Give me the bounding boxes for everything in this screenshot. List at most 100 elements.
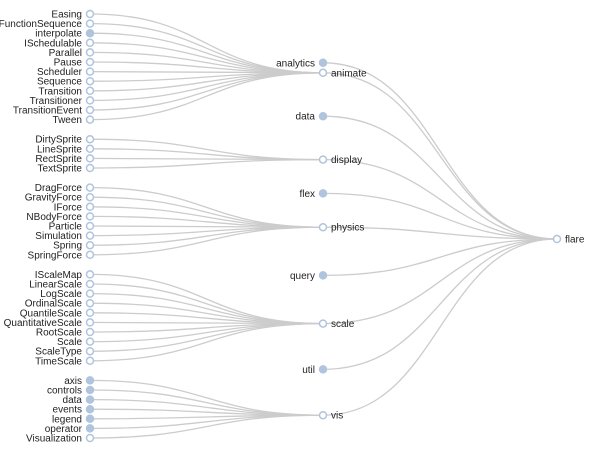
tree-node-simulation[interactable]: Simulation bbox=[35, 231, 95, 242]
node-circle[interactable] bbox=[318, 222, 328, 232]
node-circle[interactable] bbox=[318, 189, 328, 198]
node-circle[interactable] bbox=[85, 192, 95, 202]
tree-node-scale[interactable]: Scale bbox=[57, 337, 95, 348]
node-circle[interactable] bbox=[85, 134, 95, 144]
node-circle[interactable] bbox=[85, 404, 95, 414]
tree-node-particle[interactable]: Particle bbox=[49, 221, 95, 233]
node-circle[interactable] bbox=[85, 318, 95, 327]
node-circle[interactable] bbox=[85, 38, 95, 48]
node-circle[interactable] bbox=[85, 202, 95, 212]
tree-node-pause[interactable]: Pause bbox=[54, 57, 95, 69]
tree-node-data[interactable]: data bbox=[296, 111, 328, 123]
node-circle[interactable] bbox=[85, 270, 95, 279]
tree-node-query[interactable]: query bbox=[290, 271, 328, 282]
tree-node-springforce[interactable]: SpringForce bbox=[28, 250, 95, 261]
node-circle[interactable] bbox=[85, 385, 95, 395]
tree-node-iscalemap[interactable]: IScaleMap bbox=[35, 270, 95, 281]
node-circle[interactable] bbox=[85, 48, 95, 57]
node-circle[interactable] bbox=[318, 271, 328, 280]
tree-node-animate[interactable]: animate bbox=[318, 68, 368, 79]
tree-node-vis[interactable]: vis bbox=[318, 410, 344, 422]
node-circle[interactable] bbox=[318, 319, 328, 328]
tree-node-dirtysprite[interactable]: DirtySprite bbox=[35, 134, 95, 146]
node-circle[interactable] bbox=[85, 57, 95, 67]
tree-node-util[interactable]: util bbox=[302, 365, 328, 376]
tree-node-dragforce[interactable]: DragForce bbox=[35, 183, 95, 194]
tree-node-sequence[interactable]: Sequence bbox=[37, 76, 95, 88]
tree-node-analytics[interactable]: analytics bbox=[276, 58, 328, 69]
tree-node-operator[interactable]: operator bbox=[45, 424, 95, 435]
node-circle[interactable] bbox=[85, 279, 95, 289]
tree-node-visualization[interactable]: Visualization bbox=[26, 433, 95, 445]
tree-node-scheduler[interactable]: Scheduler bbox=[37, 67, 95, 78]
node-circle[interactable] bbox=[85, 231, 95, 240]
tree-node-linesprite[interactable]: LineSprite bbox=[37, 144, 95, 155]
node-circle[interactable] bbox=[85, 433, 95, 443]
tree-node-legend[interactable]: legend bbox=[52, 414, 95, 425]
tree-node-flex[interactable]: flex bbox=[299, 189, 328, 200]
node-circle[interactable] bbox=[318, 68, 328, 78]
node-circle[interactable] bbox=[85, 376, 95, 385]
tree-node-iforce[interactable]: IForce bbox=[54, 202, 95, 213]
node-circle[interactable] bbox=[85, 414, 95, 424]
node-circle[interactable] bbox=[85, 9, 95, 19]
tree-node-transitioner[interactable]: Transitioner bbox=[30, 96, 95, 107]
node-circle[interactable] bbox=[318, 410, 328, 420]
node-circle[interactable] bbox=[85, 28, 95, 38]
node-circle[interactable] bbox=[85, 115, 95, 124]
tree-node-scale[interactable]: scale bbox=[318, 319, 355, 330]
tree-node-physics[interactable]: physics bbox=[318, 222, 365, 234]
node-circle[interactable] bbox=[85, 221, 95, 231]
tree-node-linearscale[interactable]: LinearScale bbox=[29, 279, 95, 291]
node-circle[interactable] bbox=[85, 96, 95, 105]
node-circle[interactable] bbox=[85, 144, 95, 154]
node-circle[interactable] bbox=[85, 298, 95, 308]
tree-node-display[interactable]: display bbox=[318, 155, 363, 166]
tree-node-transitionevent[interactable]: TransitionEvent bbox=[13, 105, 95, 117]
tree-node-gravityforce[interactable]: GravityForce bbox=[25, 192, 95, 204]
tree-node-timescale[interactable]: TimeScale bbox=[35, 356, 95, 367]
tree-node-functionsequence[interactable]: FunctionSequence bbox=[0, 19, 95, 30]
tree-node-ischedulable[interactable]: ISchedulable bbox=[24, 38, 95, 49]
tree-node-textsprite[interactable]: TextSprite bbox=[38, 163, 95, 175]
node-circle[interactable] bbox=[85, 289, 95, 298]
node-circle[interactable] bbox=[85, 250, 95, 260]
tree-node-tween[interactable]: Tween bbox=[53, 115, 95, 126]
node-circle[interactable] bbox=[85, 212, 95, 221]
node-circle[interactable] bbox=[85, 183, 95, 192]
tree-node-nbodyforce[interactable]: NBodyForce bbox=[26, 212, 95, 223]
tree-node-parallel[interactable]: Parallel bbox=[49, 48, 95, 59]
node-circle[interactable] bbox=[85, 19, 95, 28]
node-circle[interactable] bbox=[85, 76, 95, 86]
node-circle[interactable] bbox=[85, 154, 95, 163]
tree-node-logscale[interactable]: LogScale bbox=[40, 289, 95, 300]
tree-node-easing[interactable]: Easing bbox=[51, 9, 95, 21]
tree-node-events[interactable]: events bbox=[53, 404, 95, 416]
node-circle[interactable] bbox=[318, 111, 328, 121]
node-circle[interactable] bbox=[85, 67, 95, 76]
tree-node-axis[interactable]: axis bbox=[64, 376, 95, 387]
tree-node-quantilescale[interactable]: QuantileScale bbox=[20, 308, 95, 319]
node-circle[interactable] bbox=[85, 86, 95, 96]
tree-node-flare[interactable]: flare bbox=[552, 234, 585, 246]
node-circle[interactable] bbox=[85, 346, 95, 356]
tree-node-rootscale[interactable]: RootScale bbox=[36, 328, 95, 339]
node-circle[interactable] bbox=[85, 240, 95, 250]
node-circle[interactable] bbox=[85, 395, 95, 404]
tree-node-ordinalscale[interactable]: OrdinalScale bbox=[25, 298, 95, 310]
tree-node-spring[interactable]: Spring bbox=[53, 240, 95, 252]
tree-node-transition[interactable]: Transition bbox=[38, 86, 95, 97]
node-circle[interactable] bbox=[318, 58, 328, 68]
node-circle[interactable] bbox=[85, 337, 95, 346]
tree-node-rectsprite[interactable]: RectSprite bbox=[35, 154, 95, 165]
tree-node-controls[interactable]: controls bbox=[47, 385, 95, 397]
node-circle[interactable] bbox=[85, 163, 95, 173]
node-circle[interactable] bbox=[552, 234, 562, 244]
node-circle[interactable] bbox=[85, 308, 95, 318]
node-circle[interactable] bbox=[85, 356, 95, 366]
node-circle[interactable] bbox=[85, 105, 95, 115]
node-circle[interactable] bbox=[318, 155, 328, 164]
node-circle[interactable] bbox=[318, 365, 328, 374]
node-circle[interactable] bbox=[85, 424, 95, 433]
tree-node-data[interactable]: data bbox=[63, 395, 95, 406]
